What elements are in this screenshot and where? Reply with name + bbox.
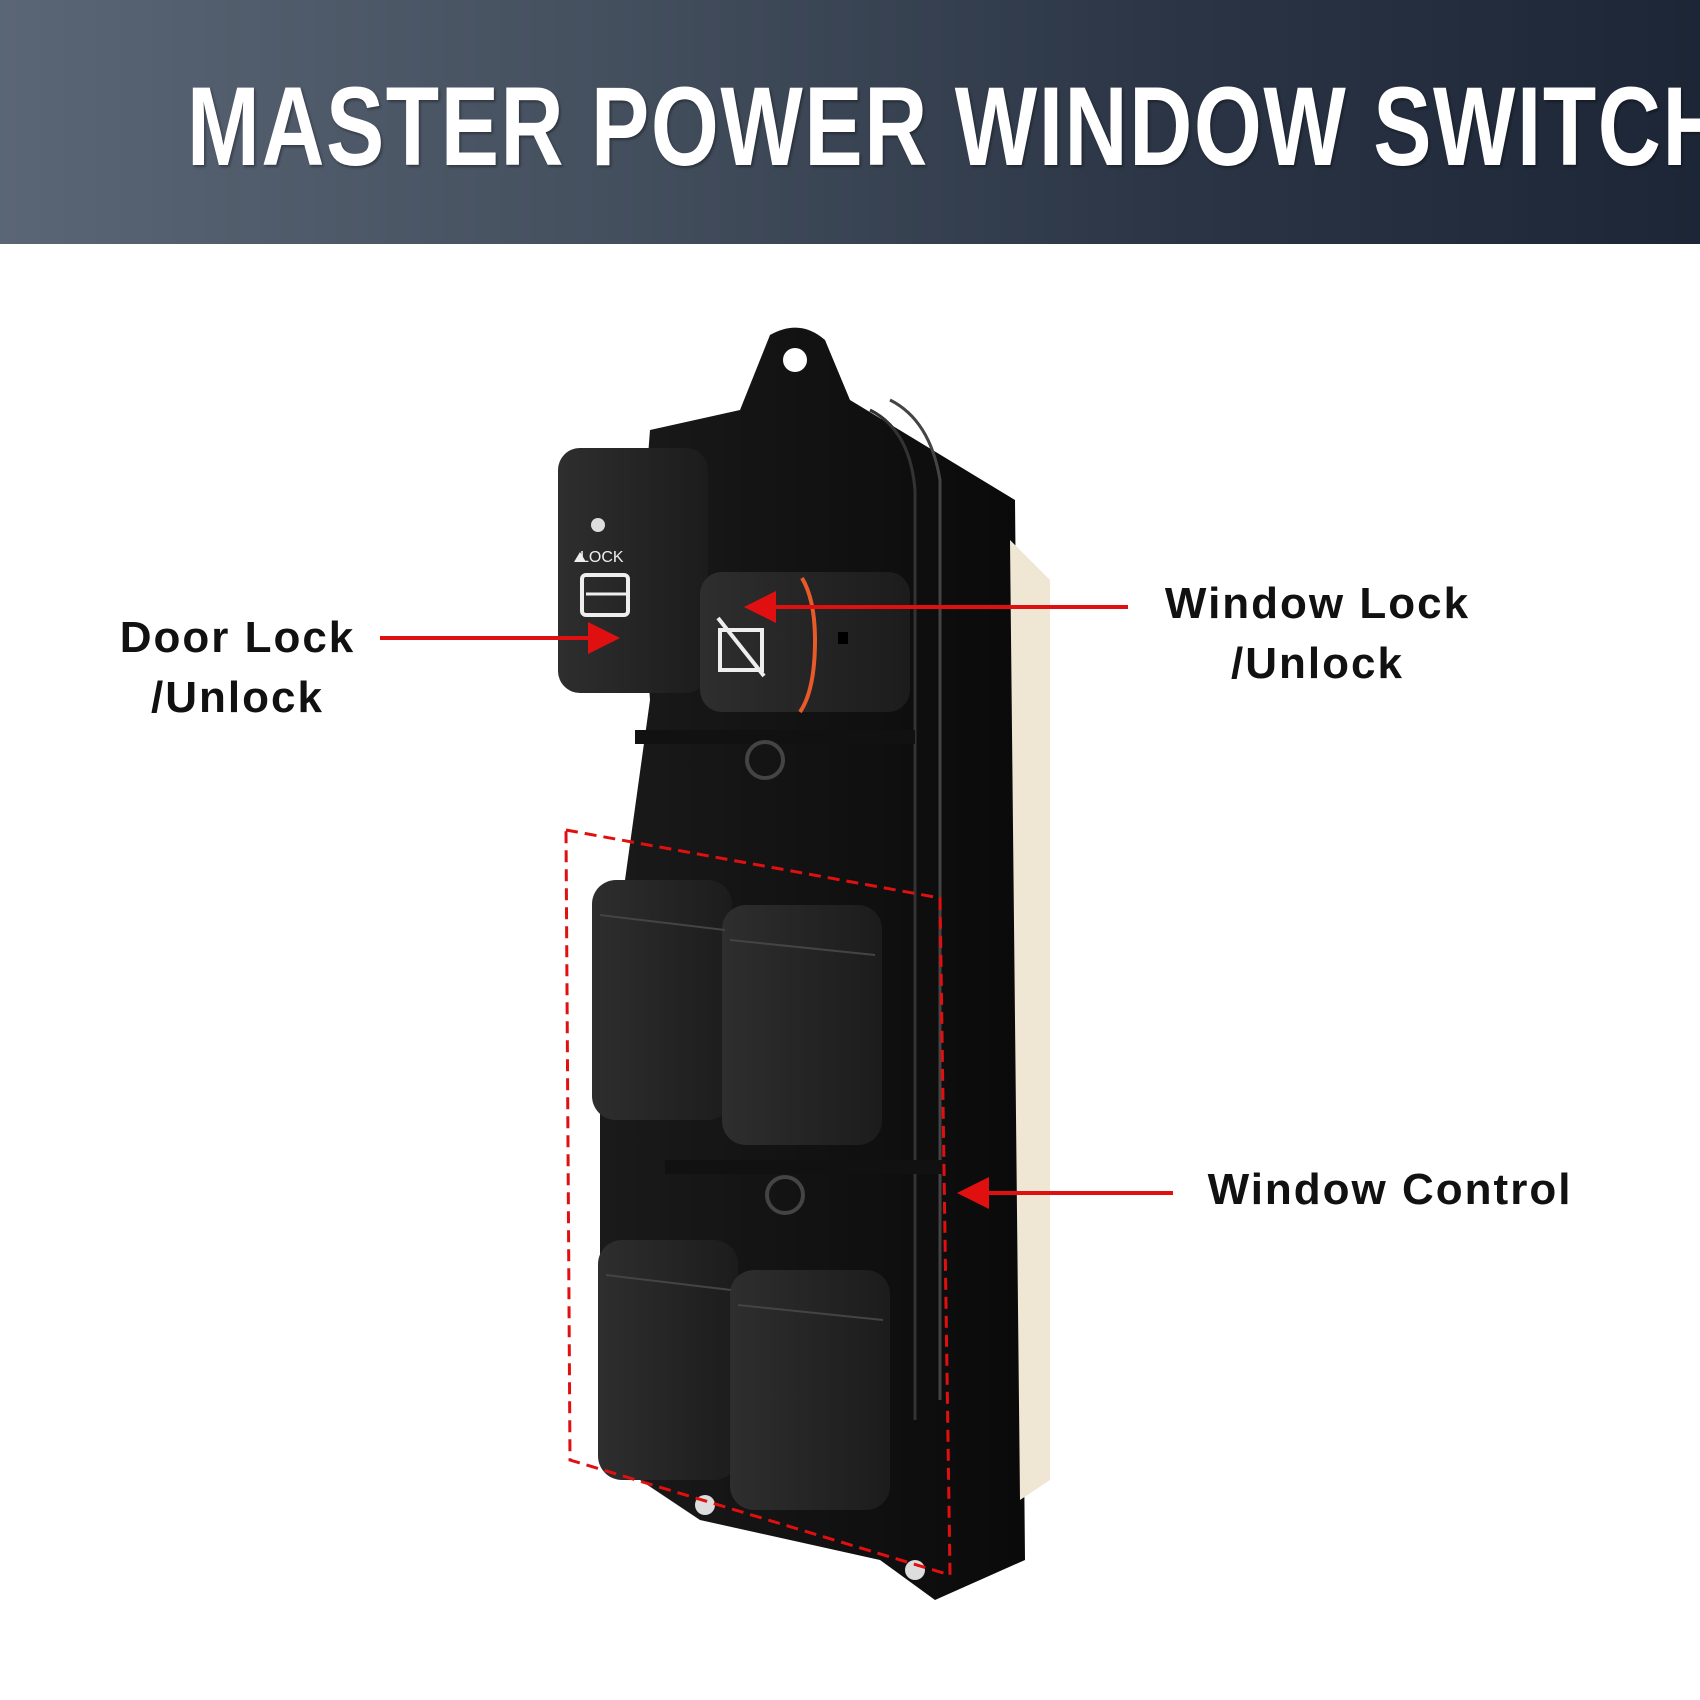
door-lock-label: Door Lock bbox=[119, 613, 356, 662]
window-control-highlight-box bbox=[564, 828, 952, 1578]
lock-text: LOCK bbox=[580, 549, 624, 566]
door-lock-label-line2: /Unlock bbox=[151, 673, 324, 722]
door-icon bbox=[580, 573, 630, 617]
window-switch-rear-left bbox=[598, 1240, 738, 1480]
door-lock-button: LOCK bbox=[558, 448, 708, 693]
window-control-callout: Window Control bbox=[1190, 1160, 1590, 1220]
page-title: MASTER POWER WINDOW SWITCH bbox=[187, 64, 1700, 189]
door-lock-callout: Door Lock /Unlock bbox=[105, 608, 370, 728]
window-lock-button bbox=[700, 572, 910, 714]
window-switch-rear-right bbox=[730, 1270, 890, 1510]
window-switch-front-left bbox=[592, 880, 732, 1120]
window-control-label: Window Control bbox=[1207, 1165, 1573, 1214]
window-lock-callout: Window Lock /Unlock bbox=[1150, 574, 1485, 694]
window-switch-front-right bbox=[722, 905, 882, 1145]
window-lock-label: Window Lock bbox=[1164, 579, 1471, 628]
window-control-buttons bbox=[592, 880, 890, 1510]
header-banner: MASTER POWER WINDOW SWITCH bbox=[0, 0, 1700, 244]
window-lock-icon bbox=[718, 628, 764, 672]
window-lock-label-line2: /Unlock bbox=[1231, 639, 1404, 688]
